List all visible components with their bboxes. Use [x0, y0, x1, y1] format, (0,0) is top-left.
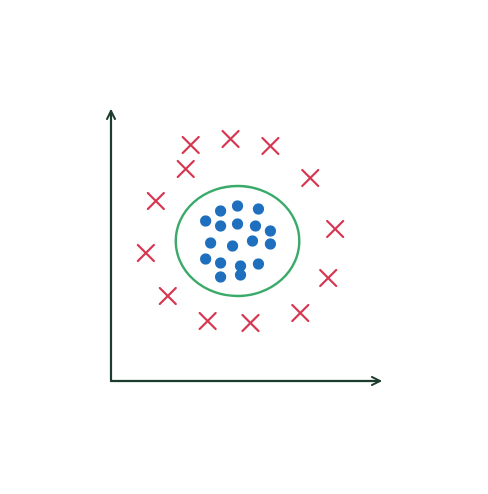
x-marker-0 — [181, 135, 200, 155]
x-marker-4 — [301, 168, 320, 188]
x-marker-1 — [221, 129, 240, 149]
x-marker-7 — [136, 243, 155, 263]
x-marker-3 — [176, 159, 195, 179]
plot-area — [106, 109, 382, 386]
x-marker-9 — [158, 286, 177, 306]
dot-marker-13 — [214, 257, 227, 269]
x-marker-5 — [146, 191, 165, 211]
x-marker-11 — [198, 311, 217, 331]
dot-marker-12 — [200, 253, 212, 265]
dot-marker-2 — [252, 203, 265, 215]
x-marker-12 — [241, 313, 260, 333]
dot-marker-14 — [234, 260, 247, 272]
dot-marker-5 — [231, 218, 244, 230]
x-marker-10 — [291, 303, 310, 323]
dot-marker-7 — [264, 225, 277, 237]
x-marker-8 — [319, 268, 338, 288]
dot-marker-10 — [246, 235, 259, 247]
dot-marker-8 — [205, 237, 217, 249]
dot-marker-6 — [249, 220, 262, 232]
x-marker-6 — [326, 219, 345, 239]
dot-marker-0 — [214, 205, 227, 217]
dot-marker-3 — [200, 215, 212, 227]
dot-marker-17 — [234, 269, 247, 281]
dot-marker-4 — [214, 220, 227, 232]
dot-marker-16 — [214, 271, 227, 283]
dot-marker-15 — [252, 258, 265, 270]
dot-marker-9 — [226, 240, 239, 252]
decision-boundary — [174, 184, 301, 298]
dot-marker-11 — [264, 238, 277, 250]
x-marker-2 — [261, 136, 280, 156]
dot-marker-1 — [231, 200, 244, 212]
